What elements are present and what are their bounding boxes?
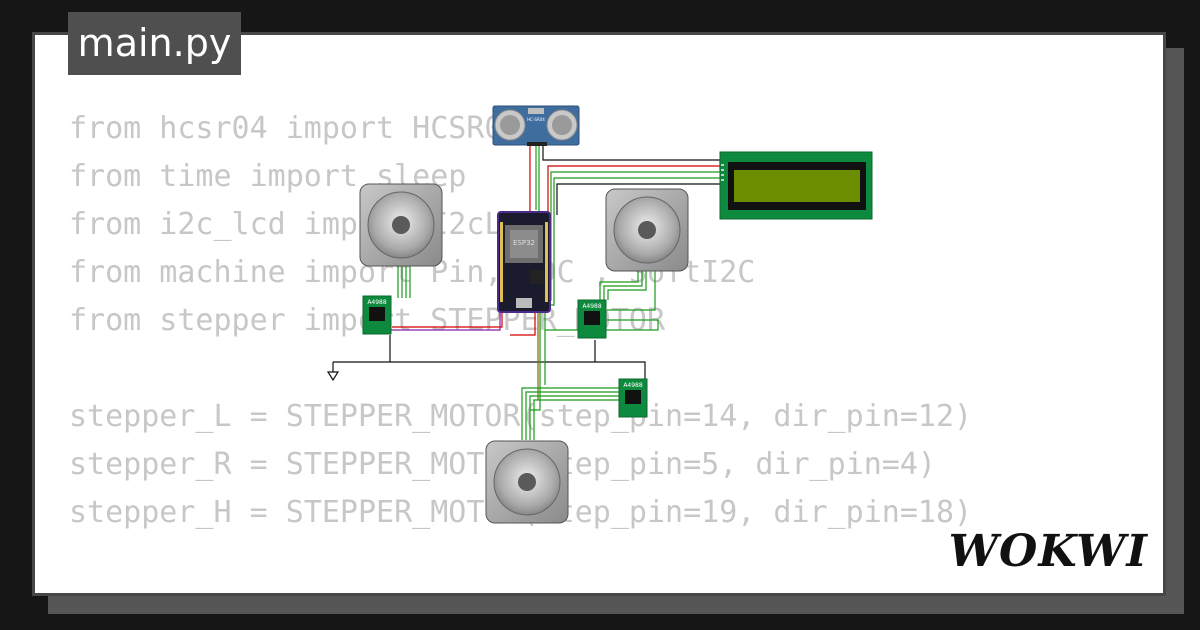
code-line: from i2c_lcd import I2cLcd [69, 207, 539, 242]
wire-green [529, 395, 620, 440]
code-line: from hcsr04 import HCSR04 [69, 111, 521, 146]
ultrasonic-sensor[interactable]: HC-SR04 [492, 105, 580, 146]
wire-green [599, 268, 639, 300]
stepper-motor-right[interactable] [605, 188, 689, 272]
wire-red [547, 165, 720, 220]
esp32-board[interactable]: ESP32 [497, 211, 551, 313]
wire-green [525, 391, 620, 440]
wire-green [521, 387, 620, 440]
wire-black [333, 361, 646, 382]
wire-black [556, 183, 720, 215]
wokwi-logo: WOKWI [948, 526, 1148, 577]
ground-icon [326, 371, 340, 382]
stepper-driver-right[interactable]: A4988 [577, 299, 607, 339]
mcu-label: ESP32 [513, 239, 535, 247]
stepper-driver-left[interactable]: A4988 [362, 295, 392, 335]
stepper-motor-bottom[interactable] [485, 440, 569, 524]
driver-label: A4988 [367, 299, 387, 306]
stepper-motor-left[interactable] [359, 183, 443, 267]
stepper-driver-bottom[interactable]: A4988 [618, 378, 648, 418]
driver-label: A4988 [623, 382, 643, 389]
wire-purple [390, 310, 501, 331]
sensor-label: HC-SR04 [527, 117, 545, 122]
code-line: stepper_L = STEPPER_MOTOR(step_pin=14, d… [69, 399, 973, 434]
driver-label: A4988 [582, 303, 602, 310]
wire-green [607, 268, 647, 300]
wire-green [544, 319, 659, 385]
wire-green [530, 300, 541, 411]
wire-green [603, 268, 643, 300]
file-tab[interactable]: main.py [68, 12, 241, 75]
code-line: i2c = SoftI2C(scl=Pin(22), sda=Pin(21), … [69, 585, 1008, 593]
wire-green [533, 399, 620, 440]
lcd-display[interactable] [719, 151, 873, 220]
wire-red [392, 300, 503, 328]
